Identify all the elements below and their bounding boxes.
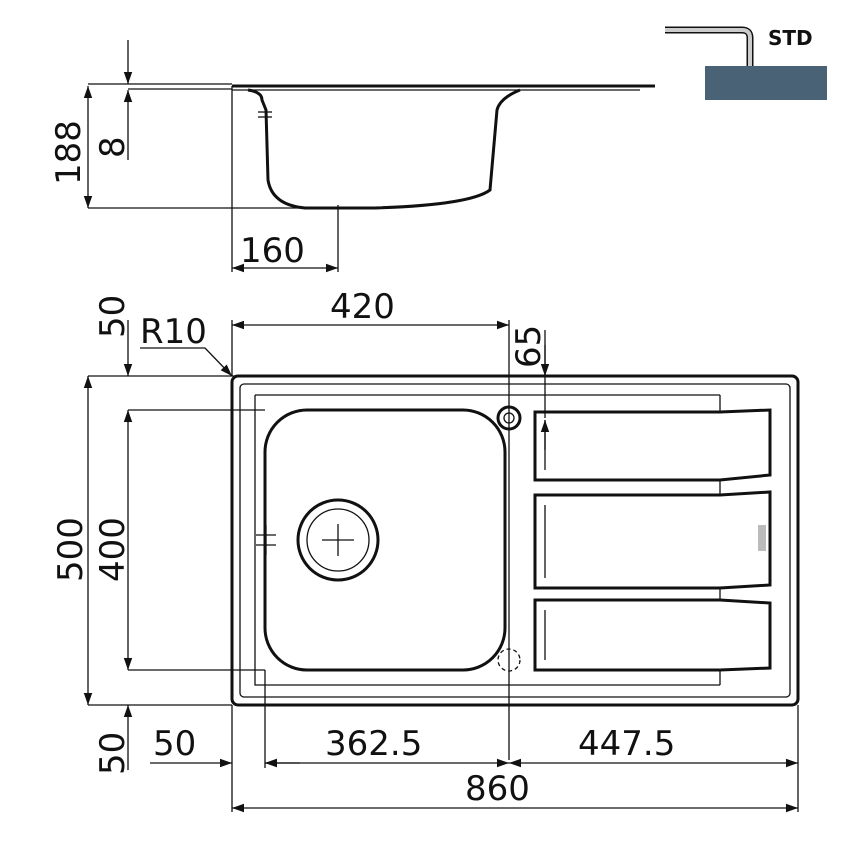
sink-rim-icon [665, 28, 752, 66]
drain [296, 498, 380, 582]
dim-overflow-offset: 65 [509, 325, 549, 368]
section-view [83, 40, 655, 273]
dim-drainer-width: 447.5 [578, 724, 675, 764]
dim-drain-offset: 160 [240, 231, 305, 271]
dim-bowl-depth: 400 [93, 517, 133, 582]
dim-total-width: 860 [465, 769, 530, 809]
dim-rim-thickness: 8 [93, 136, 133, 158]
bowl [263, 408, 507, 672]
sink-outline [230, 374, 800, 707]
dim-corner-radius: R10 [140, 312, 207, 352]
plan-view [83, 320, 800, 813]
dim-bottom-margin: 50 [93, 732, 133, 775]
brand-logo [758, 525, 766, 551]
dim-total-depth: 500 [51, 517, 91, 582]
dim-total-height: 188 [49, 120, 89, 185]
bowl-profile [247, 88, 521, 210]
std-installation-icon [665, 26, 827, 100]
dim-drain-to-overflow: 420 [330, 287, 395, 327]
std-label: STD [768, 26, 813, 50]
dim-bowl-width: 362.5 [325, 724, 422, 764]
dim-top-margin: 50 [93, 295, 133, 338]
dim-left-margin: 50 [153, 724, 196, 764]
drainboard-grooves [533, 395, 772, 685]
countertop-icon [705, 66, 827, 100]
